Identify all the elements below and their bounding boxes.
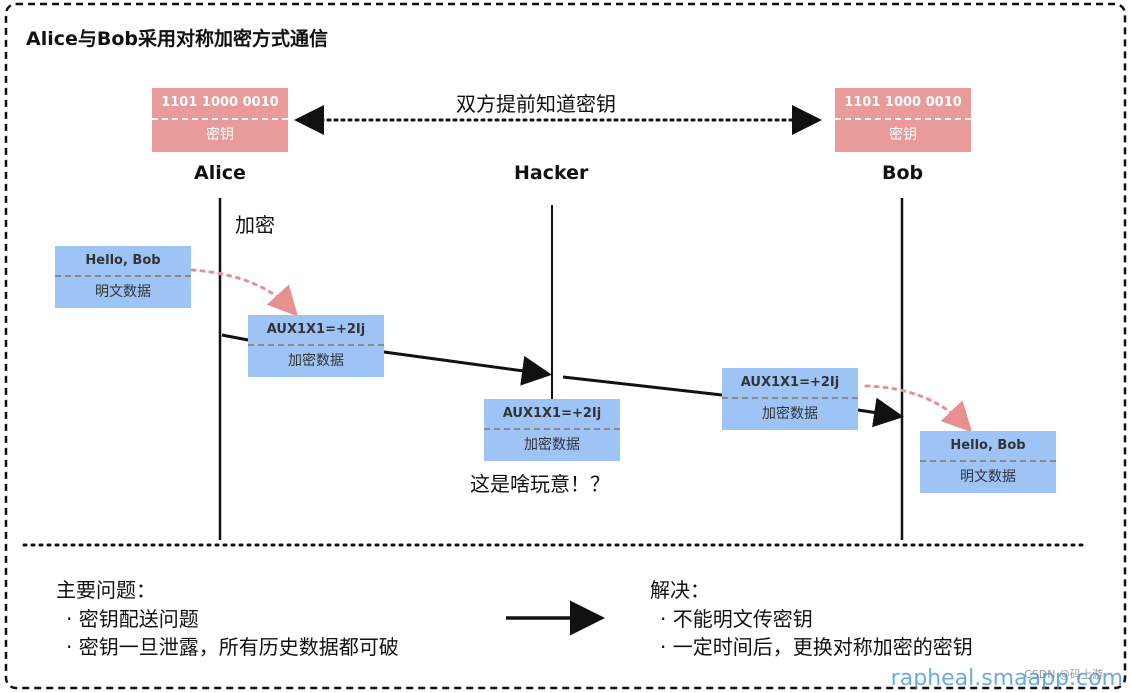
hacker-to-bob-arrow: [562, 375, 723, 397]
bob-ciphertext-box: AUX1X1=+2Ij 加密数据: [722, 368, 858, 430]
decrypt-curve-arrow: [864, 384, 973, 433]
bob-key-label: 密钥: [889, 127, 917, 143]
bob-plaintext-box: Hello, Bob 明文数据: [920, 431, 1056, 493]
alice-ciphertext-label: 加密数据: [288, 353, 344, 369]
hacker-remark: 这是啥玩意！？: [470, 472, 610, 496]
alice-to-hacker-arrow-main: [383, 350, 552, 386]
alice-to-hacker-arrow: [221, 333, 249, 342]
actor-bob: Bob: [882, 162, 924, 184]
solutions-heading: 解决：: [650, 578, 710, 602]
actor-hacker: Hacker: [514, 162, 589, 184]
bob-plaintext: Hello, Bob: [920, 431, 1056, 462]
hacker-ciphertext-label: 加密数据: [524, 437, 580, 453]
outer-dashed-border: [4, 2, 1127, 690]
alice-ciphertext: AUX1X1=+2Ij: [248, 315, 384, 346]
solution-item: · 一定时间后，更换对称加密的密钥: [660, 635, 973, 659]
alice-key-value: 1101 1000 0010: [152, 88, 288, 120]
hacker-ciphertext: AUX1X1=+2Ij: [484, 399, 620, 430]
bob-key-value: 1101 1000 0010: [835, 88, 971, 120]
bob-ciphertext: AUX1X1=+2Ij: [722, 368, 858, 399]
alice-key-label: 密钥: [206, 127, 234, 143]
hacker-to-bob-arrow-end: [857, 397, 904, 428]
alice-plaintext-box: Hello, Bob 明文数据: [55, 246, 191, 308]
csdn-watermark: CSDN @码上游: [1024, 668, 1103, 681]
alice-key-box: 1101 1000 0010 密钥: [152, 88, 288, 152]
diagram-title: Alice与Bob采用对称加密方式通信: [26, 28, 329, 50]
alice-plaintext: Hello, Bob: [55, 246, 191, 277]
encrypt-label: 加密: [235, 213, 275, 237]
bob-ciphertext-label: 加密数据: [762, 406, 818, 422]
problem-item: · 密钥一旦泄露，所有历史数据都可破: [66, 635, 399, 659]
alice-plaintext-label: 明文数据: [95, 284, 151, 300]
problems-heading: 主要问题：: [56, 578, 156, 602]
solution-item: · 不能明文传密钥: [660, 607, 813, 631]
actor-alice: Alice: [194, 162, 246, 184]
shared-key-label: 双方提前知道密钥: [456, 92, 616, 116]
bob-plaintext-label: 明文数据: [960, 469, 1016, 485]
encrypt-curve-arrow: [190, 268, 299, 317]
alice-ciphertext-box: AUX1X1=+2Ij 加密数据: [248, 315, 384, 377]
problem-item: · 密钥配送问题: [66, 607, 199, 631]
bob-key-box: 1101 1000 0010 密钥: [835, 88, 971, 152]
site-watermark: rapheal.smaapp.com: [890, 666, 1123, 691]
hacker-ciphertext-box: AUX1X1=+2Ij 加密数据: [484, 399, 620, 461]
